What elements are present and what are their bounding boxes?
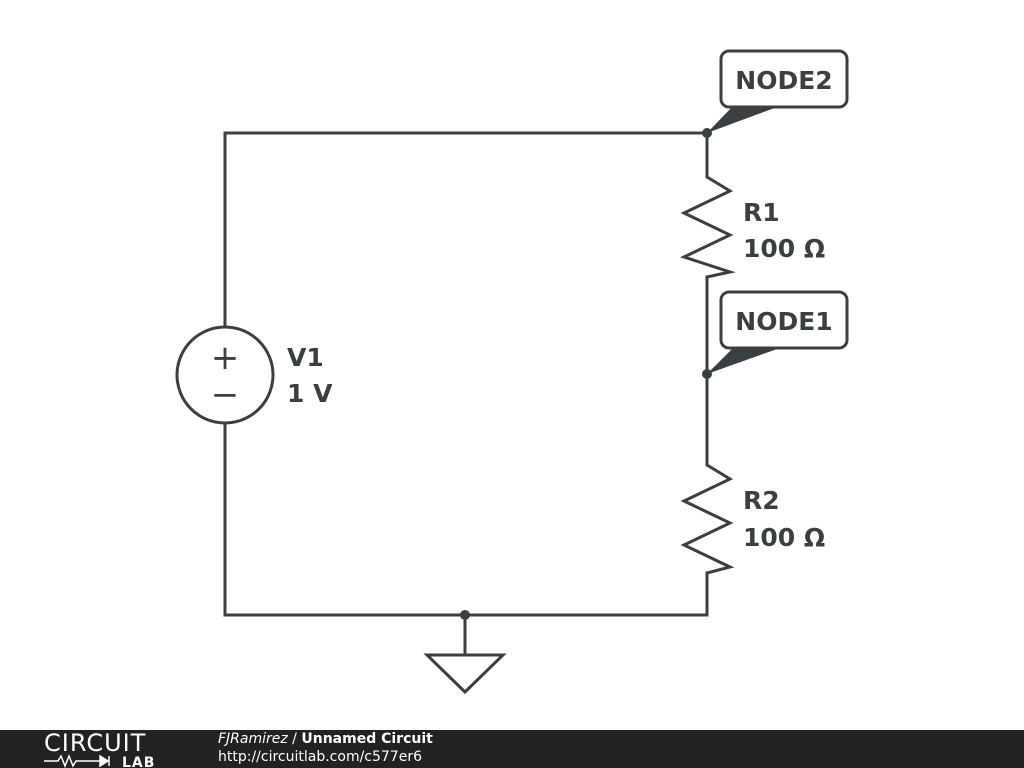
r2-value-label: 100 Ω	[743, 523, 825, 552]
junction-ground	[460, 610, 470, 620]
net-label-node2-pointer	[707, 106, 780, 133]
resistor-r1-zigzag	[679, 175, 736, 279]
voltage-source-v1[interactable]: + − V1 1 V	[175, 325, 333, 425]
net-label-node1[interactable]: NODE1	[707, 290, 849, 374]
resistor-r2[interactable]: R2 100 Ω	[680, 463, 825, 575]
net-label-node2-text: NODE2	[735, 66, 832, 95]
v1-value-label: 1 V	[287, 379, 333, 408]
net-label-node2-box	[719, 49, 849, 109]
logo-lab-text: LAB	[122, 755, 155, 768]
resistor-r2-zigzag	[680, 463, 735, 575]
r2-name-label: R2	[743, 486, 780, 515]
footer-author[interactable]: FJRamirez	[218, 731, 288, 747]
net-label-node1-box	[719, 290, 849, 350]
footer-title-line: FJRamirez / Unnamed Circuit	[218, 731, 433, 747]
footer-separator: /	[287, 731, 302, 747]
ground-symbol[interactable]	[423, 653, 507, 695]
ground-triangle	[423, 653, 507, 695]
footer-circuit-title[interactable]: Unnamed Circuit	[301, 731, 433, 747]
net-label-node1-pointer	[707, 348, 780, 374]
logo-diode-icon	[99, 754, 110, 768]
logo-circuit-text: CIRCUIT	[44, 730, 146, 757]
circuitlab-logo[interactable]: CIRCUIT LAB	[0, 730, 200, 768]
net-label-node1-text: NODE1	[735, 307, 832, 336]
voltage-source-minus: −	[211, 375, 240, 415]
v1-name-label: V1	[287, 343, 324, 372]
net-label-node2[interactable]: NODE2	[707, 49, 849, 133]
footer-url[interactable]: http://circuitlab.com/c577er6	[218, 749, 422, 765]
logo-squiggle-icon	[44, 753, 100, 768]
resistor-r1[interactable]: R1 100 Ω	[679, 175, 825, 279]
r1-value-label: 100 Ω	[743, 234, 825, 263]
r1-name-label: R1	[743, 198, 780, 227]
voltage-source-circle	[175, 325, 275, 425]
footer-bar: CIRCUIT LAB FJRamirez / Unnamed Circuit …	[0, 730, 1024, 768]
schematic-canvas: + − V1 1 V R1 100 Ω R2 100 Ω NODE2 NODE1	[175, 49, 849, 695]
voltage-source-plus: +	[211, 338, 240, 378]
